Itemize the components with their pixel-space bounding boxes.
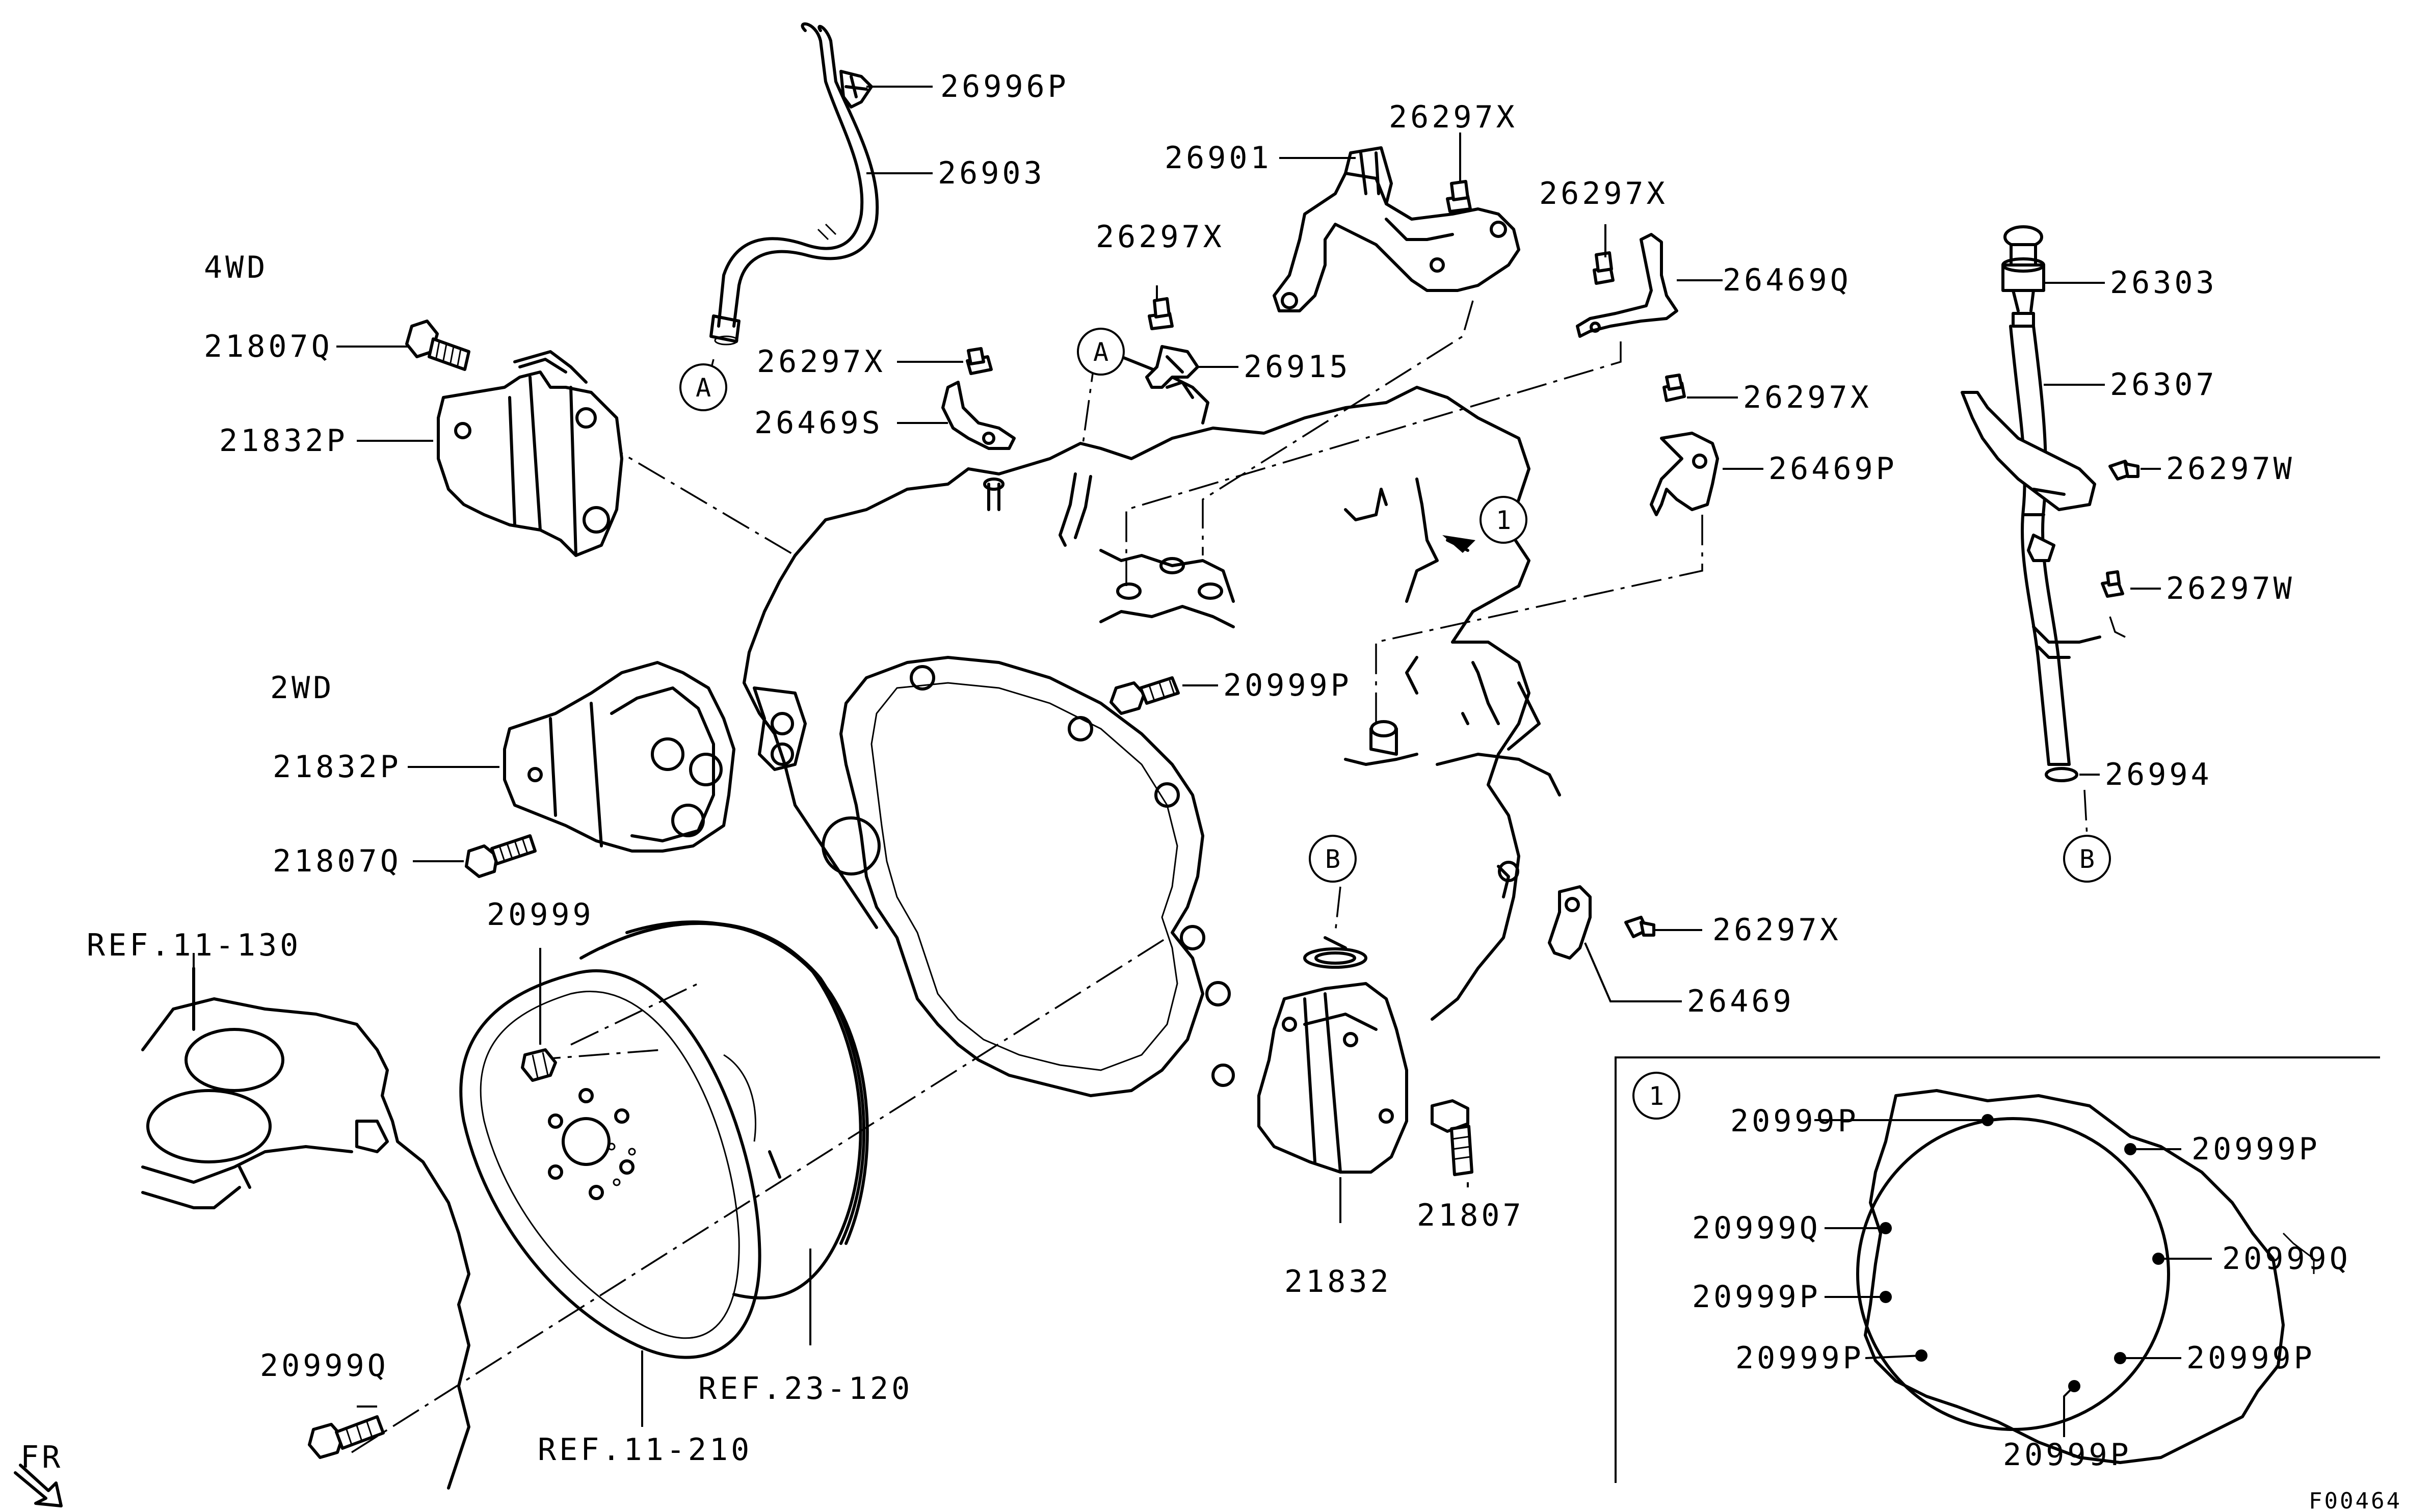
inset-label-20999p-2: 20999P: [2191, 1131, 2320, 1167]
bolt-20999q: [308, 1415, 385, 1459]
inset-label-20999p-3: 20999P: [1692, 1279, 1821, 1315]
label-ref-23-120: REF.23-120: [698, 1371, 913, 1407]
label-21832: 21832: [1284, 1264, 1392, 1299]
inset-box: [1615, 1056, 2380, 1483]
label-26996p: 26996P: [940, 69, 1069, 104]
label-variant-4wd: 4WD: [204, 250, 268, 285]
label-20999: 20999: [487, 897, 594, 933]
callout-a-left-label: A: [696, 373, 711, 403]
label-26297x-e: 26297X: [1743, 380, 1872, 415]
callout-1-inset: 1: [1632, 1072, 1680, 1120]
bracket-21832p-4wd: [437, 350, 623, 557]
bracket-26469q: [1576, 233, 1678, 338]
label-21807: 21807: [1417, 1198, 1524, 1233]
transmission-case: [743, 355, 1561, 1097]
torque-converter: [579, 920, 869, 1299]
clip-26996p: [839, 70, 873, 109]
inset-label-20999p-6: 20999P: [2003, 1437, 2132, 1473]
label-21832p-2wd: 21832P: [273, 749, 402, 785]
callout-1-main-label: 1: [1496, 506, 1511, 535]
front-direction-indicator: FR: [14, 1440, 63, 1507]
bracket-26469s: [941, 381, 1016, 450]
label-26297w-b: 26297W: [2166, 571, 2295, 606]
inset-label-20999q-2: 20999Q: [2222, 1241, 2351, 1277]
label-ref-11-210: REF.11-210: [538, 1432, 752, 1468]
bolt-26297x-26469: [1624, 916, 1655, 938]
dipstick-tube: [1961, 225, 2140, 782]
bolt-26297x-right: [1593, 251, 1615, 285]
label-26297x-c: 26297X: [1096, 219, 1225, 255]
washer-b: [1303, 947, 1367, 969]
bolt-26297x-left: [966, 347, 993, 375]
bracket-26469p: [1650, 432, 1719, 516]
label-26297x-d: 26297X: [757, 344, 886, 380]
clip-26915: [1145, 345, 1199, 389]
label-26469: 26469: [1687, 984, 1794, 1019]
inset-labels: 20999P 20999P 20999Q 20999Q 20999P 20999…: [1692, 1103, 2351, 1473]
label-ref-11-130: REF.11-130: [87, 927, 301, 963]
label-26903: 26903: [938, 155, 1045, 191]
engine-block: [141, 967, 470, 1490]
callout-a-right-label: A: [1093, 337, 1108, 367]
label-26469q: 26469Q: [1723, 262, 1852, 298]
label-21832p-4wd: 21832P: [219, 423, 348, 459]
label-26994: 26994: [2105, 757, 2212, 792]
label-26297x-b: 26297X: [1539, 176, 1668, 211]
bolt-26297x-26469p: [1662, 374, 1686, 402]
callout-b-right: B: [2063, 835, 2111, 883]
hose-26903: [709, 22, 879, 346]
callout-b-left-label: B: [1325, 844, 1340, 874]
callout-b-left: B: [1309, 835, 1357, 883]
part-labels: 26996P 26903 26901 26297X 26297X 26469Q …: [87, 69, 2295, 1468]
callout-a-left: A: [679, 363, 727, 411]
label-26297w-a: 26297W: [2166, 451, 2295, 487]
bolt-26297x-top: [1446, 180, 1472, 213]
label-21807q-4wd: 21807Q: [204, 329, 333, 364]
figure-code: F00464: [2309, 1488, 2402, 1512]
label-variant-2wd: 2WD: [270, 670, 334, 706]
bolt-21807q-4wd: [405, 320, 470, 371]
label-26901: 26901: [1165, 140, 1272, 176]
bolt-20999p-main: [1110, 676, 1180, 715]
label-26915: 26915: [1244, 349, 1351, 385]
label-26469p: 26469P: [1768, 451, 1897, 487]
leader-lines: [193, 86, 2212, 1437]
label-26303: 26303: [2110, 265, 2217, 301]
label-20999q-main: 20999Q: [260, 1348, 389, 1384]
callout-b-right-label: B: [2079, 844, 2095, 874]
label-20999p-main: 20999P: [1223, 668, 1352, 703]
bracket-26901: [1273, 146, 1520, 312]
inset-label-20999q-1: 20999Q: [1692, 1210, 1821, 1246]
inset-label-20999p-1: 20999P: [1730, 1103, 1859, 1139]
callout-1-inset-label: 1: [1649, 1081, 1664, 1111]
label-26307: 26307: [2110, 367, 2217, 403]
drive-plate: [459, 969, 761, 1359]
label-26297x-f: 26297X: [1712, 912, 1841, 948]
bolt-21807: [1431, 1099, 1473, 1176]
bracket-26469: [1548, 885, 1592, 960]
label-21807q-2wd: 21807Q: [273, 843, 402, 879]
inset-bolt-points: [1880, 1114, 2164, 1392]
bolt-26297x-mid: [1148, 297, 1174, 330]
inset-label-20999p-5: 20999P: [1735, 1340, 1864, 1376]
label-26297x-a: 26297X: [1389, 99, 1518, 135]
bolt-21807q-2wd: [465, 834, 537, 878]
callout-a-right: A: [1077, 328, 1125, 376]
callout-1-main: 1: [1480, 496, 1527, 544]
label-26469s: 26469S: [754, 405, 883, 441]
inset-label-20999p-4: 20999P: [2186, 1340, 2315, 1376]
bracket-21832p-2wd: [503, 661, 735, 853]
bracket-21832: [1257, 982, 1408, 1174]
